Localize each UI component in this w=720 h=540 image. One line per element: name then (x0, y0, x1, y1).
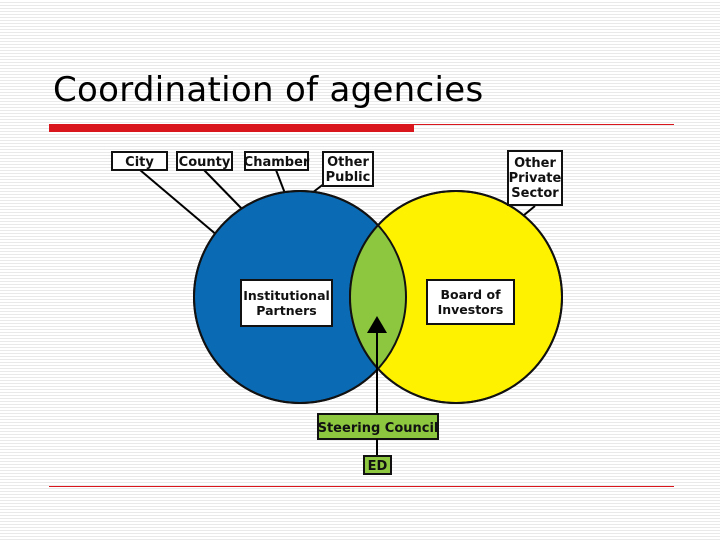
private-sector-label-line1: Other (514, 156, 556, 171)
board-of-investors-line1: Board of (440, 287, 501, 302)
other-public-label-line2: Public (326, 170, 371, 185)
other-private-sector-box: Other Private Sector (507, 150, 563, 206)
private-sector-label-line3: Sector (511, 186, 559, 201)
left-circle-outline (193, 190, 407, 404)
ed-label: ED (368, 459, 388, 474)
title-underline-thick (49, 124, 414, 132)
other-public-box: Other Public (322, 151, 374, 187)
county-box: County (176, 151, 233, 171)
steering-arrow-head (367, 316, 387, 333)
steering-council-box: Steering Council (317, 413, 439, 440)
private-sector-label-line2: Private (509, 171, 562, 186)
right-circle-outline (349, 190, 563, 404)
city-box: City (111, 151, 168, 171)
chamber-box: Chamber (244, 151, 310, 171)
steering-council-label: Steering Council (318, 421, 439, 436)
ed-box: ED (363, 455, 392, 475)
institutional-partners-line2: Partners (256, 303, 316, 318)
connector-city (139, 169, 219, 237)
county-label: County (179, 155, 231, 170)
board-of-investors-line2: Investors (438, 302, 504, 317)
title-underline-thin (414, 124, 674, 125)
institutional-partners-line1: Institutional (243, 288, 330, 303)
slide-title: Coordination of agencies (53, 70, 484, 110)
institutional-partners-box: Institutional Partners (240, 279, 333, 327)
other-public-label-line1: Other (327, 155, 369, 170)
city-label: City (125, 155, 154, 170)
footer-rule (49, 486, 674, 487)
connector-county (203, 169, 244, 211)
chamber-label: Chamber (244, 155, 310, 170)
board-of-investors-box: Board of Investors (426, 279, 515, 325)
